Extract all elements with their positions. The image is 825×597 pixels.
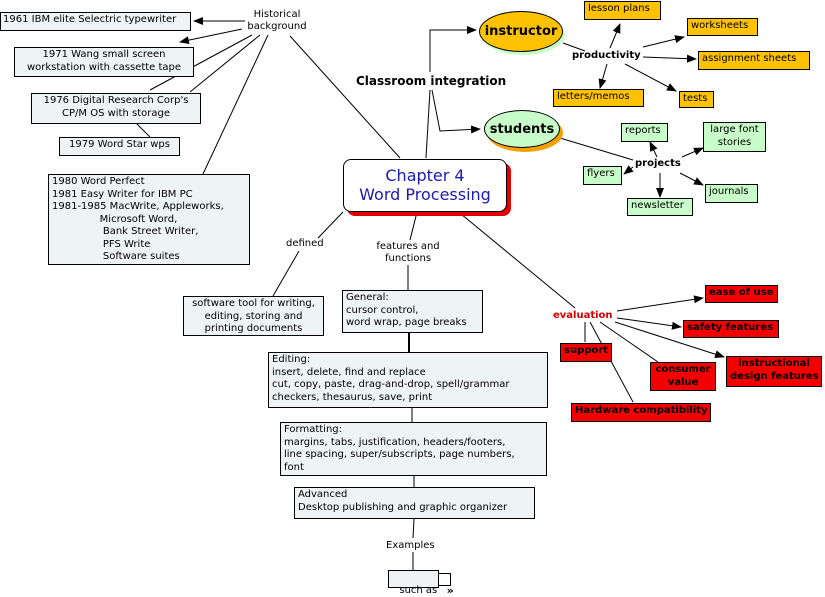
historical-background-label[interactable]: Historical background	[247, 9, 307, 32]
evaluation-item-hardware-compatibility[interactable]: Hardware compatibility	[571, 403, 711, 422]
such-as-label: such as	[399, 584, 438, 596]
such-as-box[interactable]: such as	[388, 570, 439, 596]
instructor-item-letters-memos[interactable]: letters/memos	[553, 89, 644, 107]
link-center-classroom	[425, 89, 431, 159]
projects-label[interactable]: projects	[635, 158, 681, 169]
evaluation-item-instructional-design[interactable]: instructional design features	[726, 356, 822, 387]
evaluation-item-ease-of-use[interactable]: ease of use	[705, 285, 778, 303]
features-functions-label[interactable]: features and functions	[376, 241, 440, 264]
feature-advanced[interactable]: Advanced Desktop publishing and graphic …	[294, 487, 535, 519]
evaluation-item-support[interactable]: support	[560, 343, 612, 362]
students-item-reports[interactable]: reports	[621, 123, 668, 142]
history-1979[interactable]: 1979 Word Star wps	[59, 137, 180, 156]
instructor-item-assignment-sheets[interactable]: assignment sheets	[698, 51, 810, 70]
central-topic-line2: Word Processing	[359, 185, 491, 204]
instructor-item-lesson-plans[interactable]: lesson plans	[584, 1, 661, 20]
definition-box[interactable]: software tool for writing, editing, stor…	[183, 296, 324, 336]
central-topic[interactable]: Chapter 4 Word Processing	[343, 159, 507, 212]
defined-label[interactable]: defined	[286, 238, 324, 249]
double-chevron-right-icon: »	[446, 584, 454, 597]
feature-general[interactable]: General: cursor control, word wrap, page…	[342, 290, 483, 333]
history-1980-1985[interactable]: 1980 Word Perfect 1981 Easy Writer for I…	[48, 174, 250, 265]
link-classroom-students	[431, 89, 481, 134]
students-item-large-font-stories[interactable]: large font stories	[703, 122, 766, 152]
expand-examples-button[interactable]: »	[438, 573, 454, 596]
classroom-integration-label[interactable]: Classroom integration	[356, 74, 507, 88]
link-historical-1979	[189, 34, 261, 93]
history-1976[interactable]: 1976 Digital Research Corp's CP/M OS wit…	[31, 93, 201, 124]
students-item-flyers[interactable]: flyers	[583, 166, 622, 185]
instructor-item-worksheets[interactable]: worksheets	[687, 18, 758, 36]
students-node[interactable]: students	[484, 110, 560, 148]
link-historical-1971	[179, 28, 243, 45]
history-1961[interactable]: 1961 IBM elite Selectric typewriter	[0, 12, 191, 31]
link-historical-1976	[149, 34, 253, 91]
productivity-label[interactable]: productivity	[572, 50, 641, 61]
central-topic-line1: Chapter 4	[385, 166, 465, 185]
link-historical-1980	[202, 34, 269, 175]
link-historical-center	[289, 35, 401, 159]
feature-editing[interactable]: Editing: insert, delete, find and replac…	[268, 352, 548, 408]
students-item-journals[interactable]: journals	[705, 184, 758, 203]
evaluation-item-safety-features[interactable]: safety features	[683, 320, 779, 338]
evaluation-item-consumer-value[interactable]: consumer value	[650, 362, 716, 391]
link-classroom-instructor	[429, 26, 477, 72]
history-1971[interactable]: 1971 Wang small screen workstation with …	[14, 47, 194, 77]
students-item-newsletter[interactable]: newsletter	[627, 198, 693, 216]
examples-label[interactable]: Examples	[386, 540, 435, 551]
evaluation-label[interactable]: evaluation	[553, 310, 613, 321]
feature-formatting[interactable]: Formatting: margins, tabs, justification…	[280, 422, 547, 476]
instructor-node[interactable]: instructor	[479, 11, 563, 52]
instructor-item-tests[interactable]: tests	[679, 91, 714, 108]
